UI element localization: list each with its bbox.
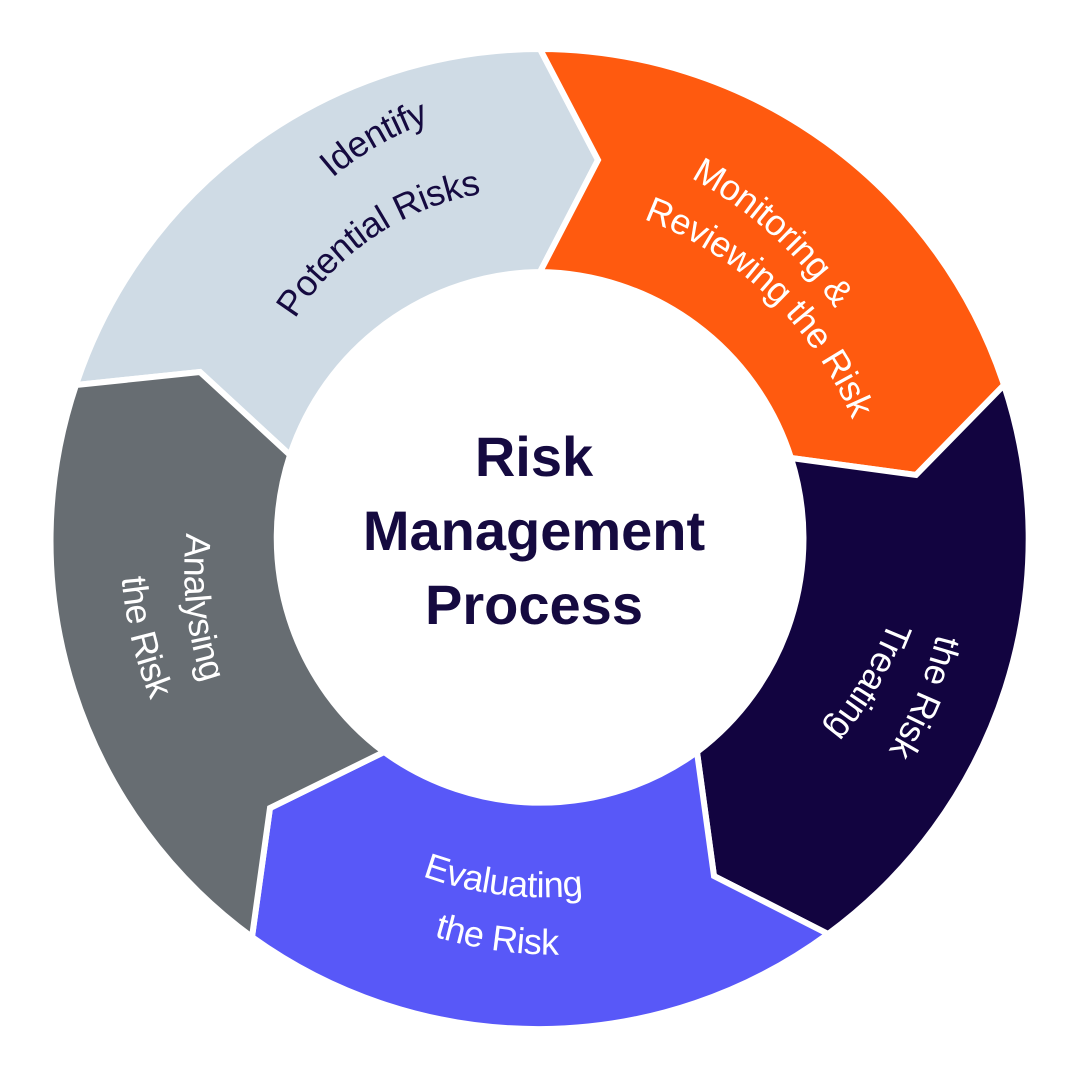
title-line-2: Management — [362, 499, 706, 562]
segment-analysing — [47, 368, 390, 943]
segment-monitoring — [535, 45, 1008, 479]
segment-identify — [71, 45, 602, 461]
title-line-1: Risk — [474, 425, 594, 488]
segment-treating — [693, 379, 1032, 938]
title-line-3: Process — [425, 573, 643, 636]
segment-evaluating — [248, 746, 834, 1033]
center-title: Risk Management Process — [334, 420, 734, 642]
